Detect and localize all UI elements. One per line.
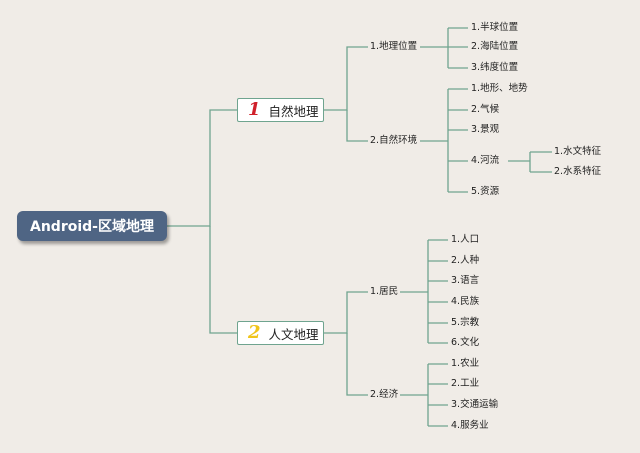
leaf-label: 6.文化 bbox=[451, 337, 480, 348]
leaf-label: 1.农业 bbox=[451, 358, 480, 369]
leaf-label: 1.人口 bbox=[451, 234, 480, 245]
leaf-label: 3.景观 bbox=[471, 124, 500, 135]
branch-label: 自然地理 bbox=[268, 103, 319, 119]
leaf-label: 1.半球位置 bbox=[471, 22, 519, 33]
leaf-label: 1.地形、地势 bbox=[471, 83, 528, 94]
branch-node-natural: 1 自然地理 bbox=[237, 98, 324, 122]
leaf-label: 4.服务业 bbox=[451, 420, 489, 431]
topic-label: 1.地理位置 bbox=[370, 41, 418, 52]
leaf-label: 3.交通运输 bbox=[451, 399, 499, 410]
leaf-label: 4.民族 bbox=[451, 296, 480, 307]
branch-label: 人文地理 bbox=[268, 326, 319, 342]
leaf-label: 2.工业 bbox=[451, 378, 480, 389]
branch-node-human: 2 人文地理 bbox=[237, 321, 324, 345]
topic-label: 2.自然环境 bbox=[370, 135, 418, 146]
leaf-label: 2.气候 bbox=[471, 104, 500, 115]
leaf-label: 2.海陆位置 bbox=[471, 41, 519, 52]
leaf-label: 2.人种 bbox=[451, 255, 480, 266]
root-label: Android-区域地理 bbox=[30, 219, 154, 235]
leaf-label: 3.语言 bbox=[451, 275, 480, 286]
topic-label: 2.经济 bbox=[370, 389, 399, 400]
root-node: Android-区域地理 bbox=[17, 211, 167, 241]
branch-number: 2 bbox=[248, 322, 261, 343]
leaf-label: 3.纬度位置 bbox=[471, 62, 519, 73]
leaf-label: 5.资源 bbox=[471, 186, 500, 197]
leaf-label: 5.宗教 bbox=[451, 317, 480, 328]
leaf-label: 1.水文特征 bbox=[554, 146, 602, 157]
branch-number: 1 bbox=[248, 99, 261, 120]
leaf-label: 4.河流 bbox=[471, 155, 500, 166]
topic-label: 1.居民 bbox=[370, 286, 399, 297]
leaf-label: 2.水系特征 bbox=[554, 166, 602, 177]
